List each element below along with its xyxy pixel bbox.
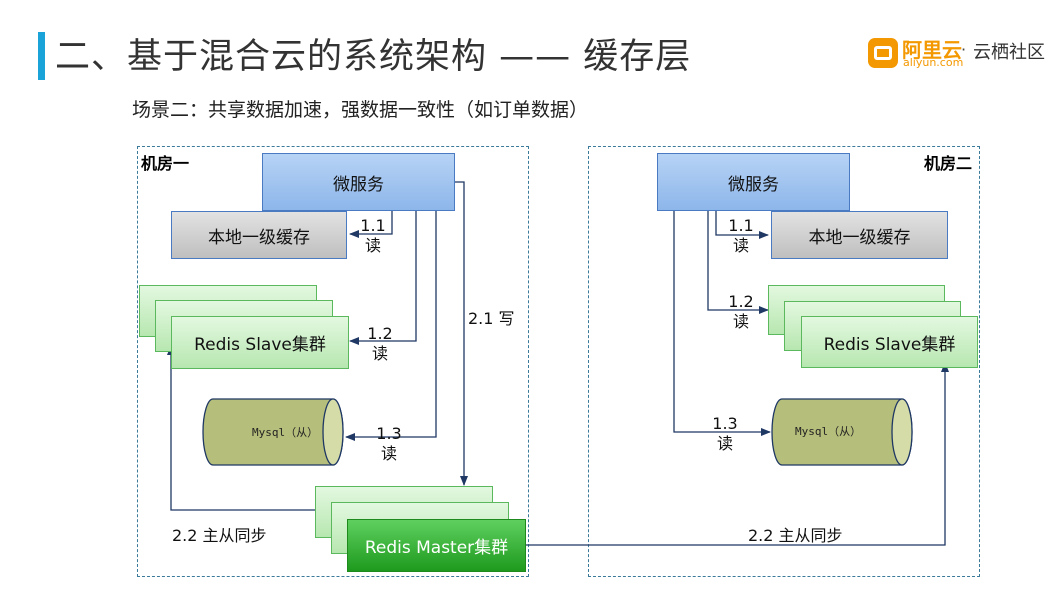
aliyun-logo-icon	[868, 38, 898, 68]
room1-read-1-3-line	[345, 211, 437, 441]
logo-brand-cn: 阿里云	[902, 38, 962, 62]
logo-community: 云栖社区	[973, 42, 1045, 63]
room1-sync-label: 2.2 主从同步	[172, 526, 267, 545]
room-two-label: 机房二	[924, 154, 973, 173]
room1-microservice: 微服务	[262, 153, 455, 211]
room-one-label: 机房一	[141, 154, 190, 173]
room1-redis-slave: Redis Slave集群	[171, 316, 349, 369]
room1-sync-line	[167, 345, 317, 511]
room2-mysql-label: Mysql（从）	[795, 425, 861, 438]
cross-room-sync-line	[526, 362, 949, 546]
room-one-frame	[137, 146, 529, 577]
room1-read-1-2-line	[349, 211, 417, 345]
room1-write-label: 2.1 写	[468, 309, 515, 328]
room2-local-cache: 本地一级缓存	[771, 211, 948, 259]
room2-read-1-2-line	[707, 211, 769, 314]
room2-redis-slave: Redis Slave集群	[801, 316, 978, 368]
logo-separator: ·	[961, 40, 967, 59]
room1-mysql-cylinder	[202, 398, 344, 466]
page-title: 二、基于混合云的系统架构 —— 缓存层	[55, 37, 692, 77]
title-accent-bar	[38, 32, 45, 80]
room2-mysql-cylinder	[771, 398, 913, 466]
room2-microservice: 微服务	[657, 153, 850, 211]
room1-local-cache: 本地一级缓存	[171, 211, 347, 259]
logo-brand-en: aliyun.com	[903, 56, 964, 69]
room1-read-1-1-line	[349, 211, 393, 238]
cross-room-sync-label: 2.2 主从同步	[748, 526, 843, 545]
room2-read-1-1-line	[715, 211, 769, 239]
room-two-frame	[588, 146, 980, 577]
room1-redis-master: Redis Master集群	[347, 519, 526, 572]
room2-read-1-3-line	[673, 211, 771, 436]
room1-mysql-label: Mysql（从）	[252, 426, 318, 439]
page-subtitle: 场景二：共享数据加速，强数据一致性（如订单数据）	[132, 99, 589, 121]
room1-write-line	[455, 181, 468, 486]
